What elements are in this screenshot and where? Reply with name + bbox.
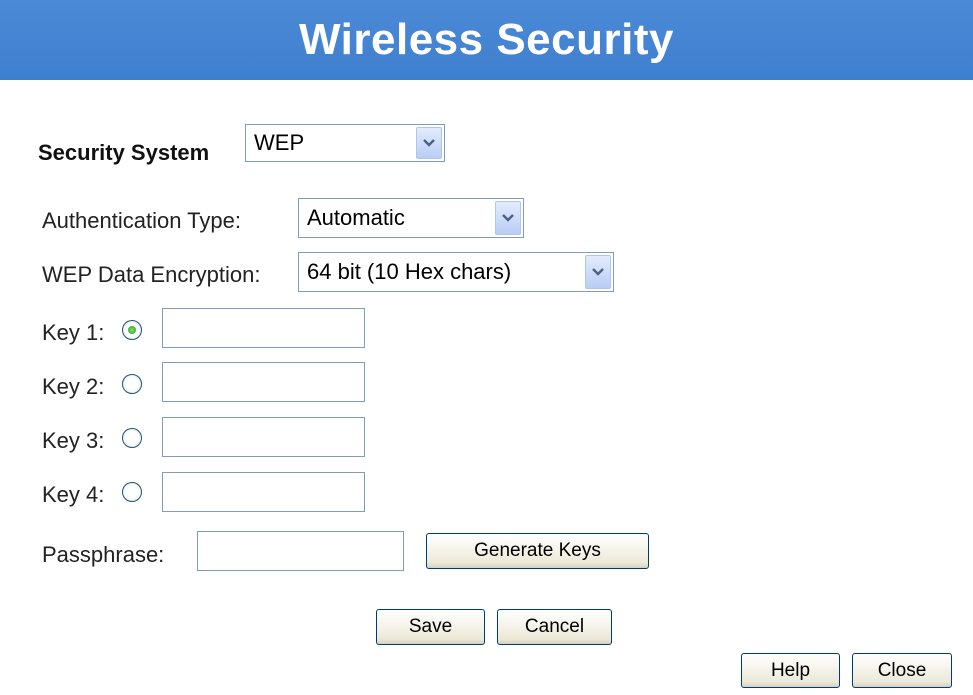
help-button[interactable]: Help (741, 653, 840, 688)
security-system-value: WEP (254, 130, 305, 155)
key-4-label: Key 4: (42, 482, 105, 507)
key-3-label: Key 3: (42, 428, 105, 453)
key-3-radio[interactable] (122, 428, 142, 448)
cancel-button[interactable]: Cancel (497, 609, 612, 645)
authentication-type-label: Authentication Type: (42, 208, 241, 233)
key-1-input[interactable] (162, 308, 365, 348)
security-system-label: Security System (38, 140, 210, 165)
authentication-type-select[interactable]: Automatic (298, 198, 524, 238)
passphrase-label: Passphrase: (42, 542, 165, 567)
wep-encryption-select[interactable]: 64 bit (10 Hex chars) (298, 252, 614, 292)
key-2-label: Key 2: (42, 374, 105, 399)
key-2-radio[interactable] (122, 374, 142, 394)
page-title: Wireless Security (299, 15, 674, 64)
wep-encryption-value: 64 bit (10 Hex chars) (307, 259, 512, 284)
chevron-down-icon[interactable] (495, 201, 521, 235)
security-system-select[interactable]: WEP (245, 124, 445, 162)
key-4-radio[interactable] (122, 482, 142, 502)
title-bar: Wireless Security (0, 0, 973, 80)
passphrase-input[interactable] (197, 531, 404, 571)
key-1-radio[interactable] (122, 320, 142, 340)
wep-encryption-label: WEP Data Encryption: (42, 262, 261, 287)
radio-selected-dot (128, 326, 136, 334)
chevron-down-icon[interactable] (585, 255, 611, 289)
chevron-down-icon[interactable] (416, 127, 442, 159)
generate-keys-button[interactable]: Generate Keys (426, 533, 649, 569)
save-button[interactable]: Save (376, 609, 485, 645)
close-button[interactable]: Close (852, 653, 952, 688)
key-3-input[interactable] (162, 417, 365, 457)
key-2-input[interactable] (162, 362, 365, 402)
authentication-type-value: Automatic (307, 205, 405, 230)
key-1-label: Key 1: (42, 320, 105, 345)
key-4-input[interactable] (162, 472, 365, 512)
